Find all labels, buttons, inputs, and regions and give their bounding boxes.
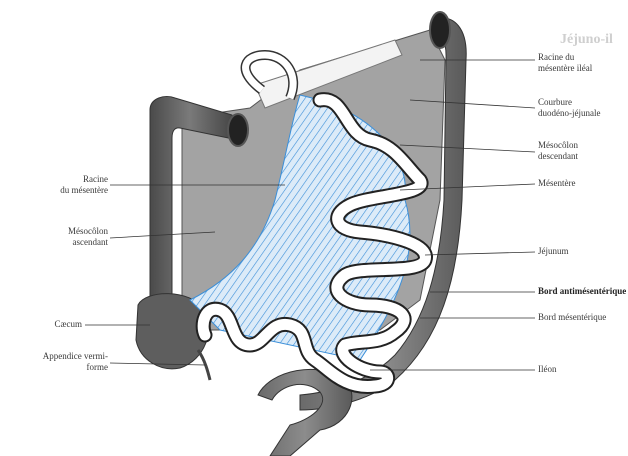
label-ileon: Iléon (538, 364, 557, 375)
label-appendice-vermiforme: Appendice vermi- forme (8, 351, 108, 373)
title-fragment: Jéjuno-il (560, 32, 613, 48)
label-caecum: Cæcum (30, 319, 82, 330)
transverse-colon-cut-right (430, 12, 450, 48)
label-racine-mesentere-ileal: Racine du mésentère iléal (538, 52, 592, 74)
label-courbure-duodeno-jejunale: Courbure duodéno-jéjunale (538, 97, 600, 119)
label-bord-mesenterique: Bord mésentérique (538, 312, 606, 323)
label-jejunum: Jéjunum (538, 246, 569, 257)
label-racine-du-mesentere: Racine du mésentère (30, 174, 108, 196)
transverse-colon-cut-left (228, 114, 248, 146)
label-mesocolon-descendant: Mésocôlon descendant (538, 140, 578, 162)
label-mesentere: Mésentère (538, 178, 575, 189)
label-bord-antimesenterique: Bord antimésentérique (538, 286, 626, 297)
label-mesocolon-ascendant: Mésocôlon ascendant (30, 226, 108, 248)
